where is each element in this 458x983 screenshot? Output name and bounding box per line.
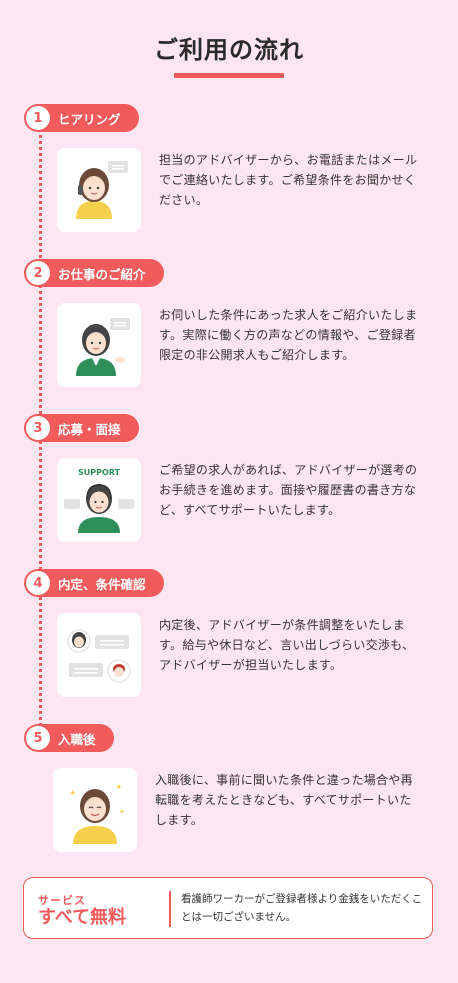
step-title: 応募・面接 [58, 421, 121, 437]
step-header: 2 お仕事のご紹介 [24, 259, 164, 287]
free-note: 看護師ワーカーがご登録者様より金銭をいただくことは一切ございません。 [181, 893, 423, 923]
step-description: 入職後に、事前に聞いた条件と違った場合や再転職を考えたときなども、すべてサポート… [155, 773, 413, 827]
step-header: 1 ヒアリング [24, 104, 139, 132]
footer-divider [169, 891, 171, 927]
step-header: 5 入職後 [24, 724, 114, 752]
free-label-small: サービス [38, 894, 86, 907]
advisor-phone-icon [57, 148, 141, 232]
step-2: 2 お仕事のご紹介 お伺いした条件にあった求人をご紹介いたします。実際に働く方の… [24, 259, 444, 393]
happy-nurse-icon: ✦ ✦ ✦ [53, 768, 137, 852]
step-title: ヒアリング [58, 111, 121, 127]
support-badge-text: SUPPORT [78, 468, 121, 477]
step-title: お仕事のご紹介 [58, 266, 146, 282]
step-title: 内定、条件確認 [58, 576, 146, 592]
header: ご利用の流れ [0, 30, 458, 78]
step-1: 1 ヒアリング 担当のアドバイザーから、お電話またはメールでご連絡いたします。ご… [24, 104, 444, 238]
page-title: ご利用の流れ [154, 36, 304, 64]
step-number: 2 [26, 261, 50, 285]
step-title: 入職後 [58, 731, 96, 747]
step-description: 担当のアドバイザーから、お電話またはメールでご連絡いたします。ご希望条件をお聞か… [159, 153, 418, 207]
negotiation-chat-icon [57, 613, 141, 697]
step-4: 4 内定、条件確認 内定後、アドバイザーが条件調整をいたします。給与や休日など、… [24, 569, 444, 703]
svg-text:✦: ✦ [69, 789, 77, 799]
step-description: 内定後、アドバイザーが条件調整をいたします。給与や休日など、言い出しづらい交渉も… [159, 618, 415, 672]
step-5: 5 入職後 ✦ ✦ ✦ 入職後に、事前に聞いた条件と違った場合や再転職を考えたと… [24, 724, 444, 858]
step-header: 4 内定、条件確認 [24, 569, 164, 597]
title-underline [174, 73, 284, 78]
svg-text:✦: ✦ [119, 808, 125, 816]
support-advisor-icon: SUPPORT [57, 458, 141, 542]
step-description: お伺いした条件にあった求人をご紹介いたします。実際に働く方の声などの情報や、ご登… [159, 308, 418, 362]
advisor-introduce-icon [57, 303, 141, 387]
step-number: 1 [26, 106, 50, 130]
step-description: ご希望の求人があれば、アドバイザーが選考のお手続きを進めます。面接や履歴書の書き… [159, 463, 418, 517]
step-header: 3 応募・面接 [24, 414, 139, 442]
step-number: 3 [26, 416, 50, 440]
free-label-big: すべて無料 [38, 907, 127, 928]
free-service-banner: サービス すべて無料 看護師ワーカーがご登録者様より金銭をいただくことは一切ござ… [23, 877, 433, 939]
step-3: 3 応募・面接 SUPPORT ご希望の求人があれば、アドバイザーが選考のお手続… [24, 414, 444, 548]
step-number: 5 [26, 726, 50, 750]
svg-text:✦: ✦ [115, 783, 123, 793]
free-label: サービス すべて無料 [38, 892, 126, 928]
step-number: 4 [26, 571, 50, 595]
